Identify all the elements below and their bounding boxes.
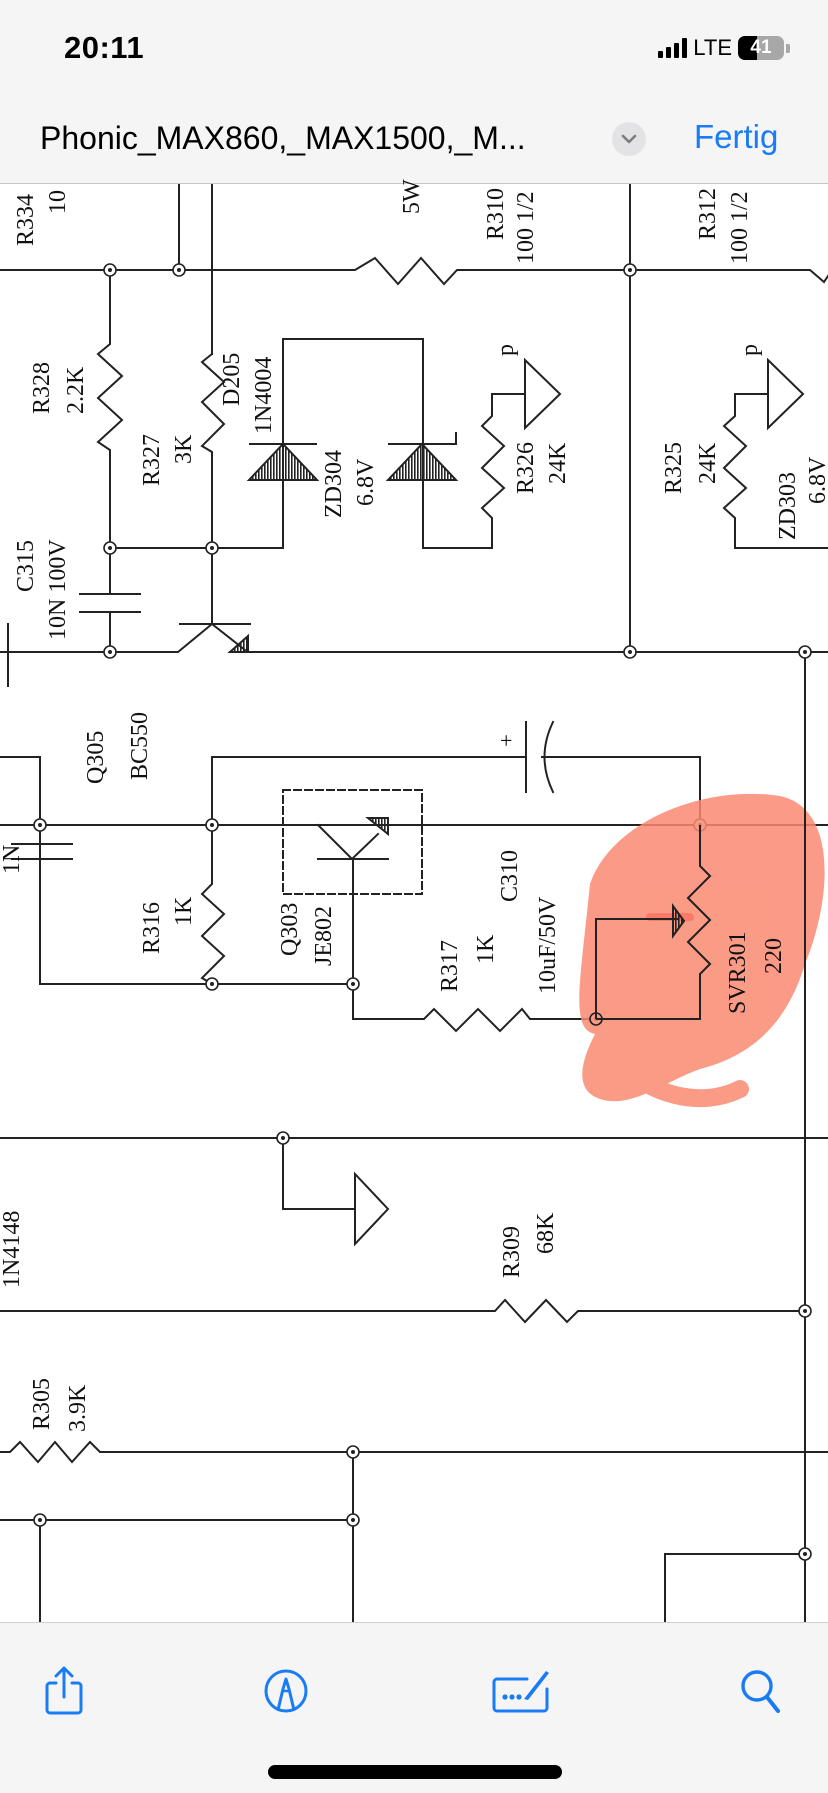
label-r328-value: 2.2K [63,366,89,414]
label-r326-value: 24K [545,442,571,484]
pdf-page-viewer[interactable]: R334 10 5W R310 100 1/2 R312 100 1/2 R32… [0,179,828,1622]
share-icon [45,1666,83,1715]
resistor-r317 [352,983,597,1033]
terminal-output [354,1171,390,1247]
document-title[interactable]: Phonic_MAX860,_MAX1500,_M... [40,120,526,156]
resistor-r305 [0,1440,828,1464]
label-r312-value: 100 1/2 [727,191,753,264]
label-c310-value: 10uF/50V [535,896,561,994]
status-time: 20:11 [64,30,145,65]
label-r310-value: 100 1/2 [513,191,539,264]
label-r317-ref: R317 [437,939,463,992]
label-r310-ref: R310 [483,187,509,240]
bottom-toolbar [0,1622,828,1793]
label-d205-ref: D205 [219,352,245,406]
resistor-r309 [0,1298,806,1324]
signature-button[interactable] [488,1661,558,1721]
label-r326-ref: R326 [513,441,539,494]
title-menu-button[interactable] [612,122,646,156]
label-r317-value: 1K [473,934,499,964]
label-c310-ref: C310 [497,849,523,902]
label-zd303-ref: ZD303 [775,472,801,540]
terminal-p2 [767,357,805,431]
label-q303-ref: Q303 [277,902,303,956]
label-r305-ref: R305 [29,1377,55,1430]
label-cap-left-cut: 1N [0,844,25,874]
label-c315-value: 10N 100V [45,539,71,640]
transistor-q303-emitter-arrow [365,817,389,837]
wire-left-loop [0,756,213,985]
done-button[interactable]: Fertig [694,118,779,155]
diode-d205 [246,442,320,481]
transistor-q303-leads [316,823,380,861]
trimmer-wiper-overlay [595,918,678,1019]
search-button[interactable] [732,1661,792,1721]
label-r5w: 5W [399,179,425,214]
wire-top-rail-r5w [0,256,828,286]
label-r312-ref: R312 [695,187,721,240]
label-r316-value: 1K [171,896,197,926]
zener-zd304-bar [388,432,457,445]
label-q305-ref: Q305 [83,730,109,784]
transistor-emitter-arrow [227,633,249,653]
label-r309-value: 68K [533,1212,559,1254]
wire [664,1553,806,1622]
label-q303-value: JE802 [311,906,337,966]
wire [282,1137,356,1210]
resistor-r316 [200,824,226,986]
schematic-drawing [0,184,828,1622]
wire [211,756,527,826]
navigation-bar: Phonic_MAX860,_MAX1500,_M... Fertig [0,90,828,184]
terminal-p1 [524,357,562,431]
label-svr301-value: 220 [761,938,787,974]
status-indicators: LTE 41 [658,34,790,62]
search-icon [741,1670,780,1713]
label-r305-value: 3.9K [65,1384,91,1432]
highlight-annotation [579,793,825,1108]
label-c315-ref: C315 [13,539,39,592]
resistor-r326 [480,393,526,549]
signal-strength-icon [658,38,688,58]
signature-icon [492,1671,549,1713]
label-zd304-ref: ZD304 [321,450,347,518]
label-left-diode-cut: 1N4148 [0,1210,25,1288]
label-r309-ref: R309 [499,1225,525,1278]
battery-icon: 41 [738,36,784,60]
label-r334-value: 10 [45,190,71,214]
label-svr301-ref: SVR301 [725,931,751,1014]
label-r325-ref: R325 [661,441,687,494]
label-terminal-p2: p [737,344,763,356]
label-zd304-value: 6.8V [353,458,379,506]
label-d205-value: 1N4004 [251,356,277,434]
network-type: LTE [693,35,732,60]
status-bar: 20:11 LTE 41 [0,0,828,90]
markup-pen-icon [264,1669,308,1713]
label-terminal-p1: p [493,344,519,356]
battery-cap [786,43,790,53]
label-r327-value: 3K [171,434,197,464]
share-button[interactable] [34,1661,94,1721]
resistor-r325 [722,393,769,549]
battery-percent: 41 [750,37,772,58]
chevron-down-icon [621,134,637,144]
label-zd303-value: 6.8V [805,456,828,504]
zener-zd304 [385,442,459,481]
label-r316-ref: R316 [139,901,165,954]
label-r328-ref: R328 [29,361,55,414]
home-indicator[interactable] [268,1765,562,1779]
resistor-r327 [200,352,226,549]
label-r325-value: 24K [695,442,721,484]
label-r334-ref: R334 [13,193,39,246]
label-c310-polarity: + [500,728,513,753]
battery-level-fill [738,36,757,60]
resistor-r328 [96,269,124,549]
trimmer-svr301-overlay [596,825,712,1020]
label-r327-ref: R327 [139,433,165,486]
markup-button[interactable] [256,1661,316,1721]
label-q305-value: BC550 [127,711,153,780]
transistor-leads [0,622,247,653]
